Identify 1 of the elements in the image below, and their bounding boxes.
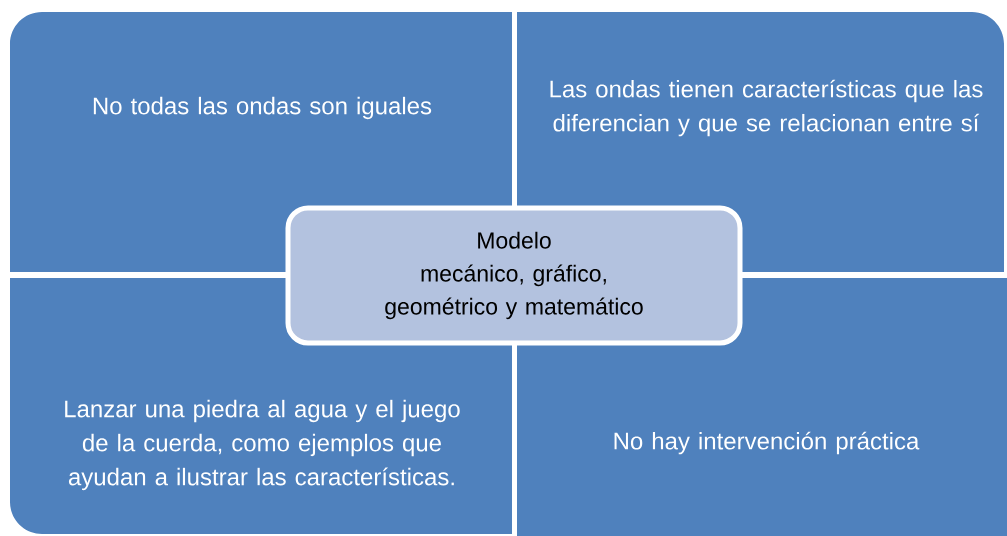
- center-box: Modelo mecánico, gráfico, geométrico y matemático: [285, 205, 743, 346]
